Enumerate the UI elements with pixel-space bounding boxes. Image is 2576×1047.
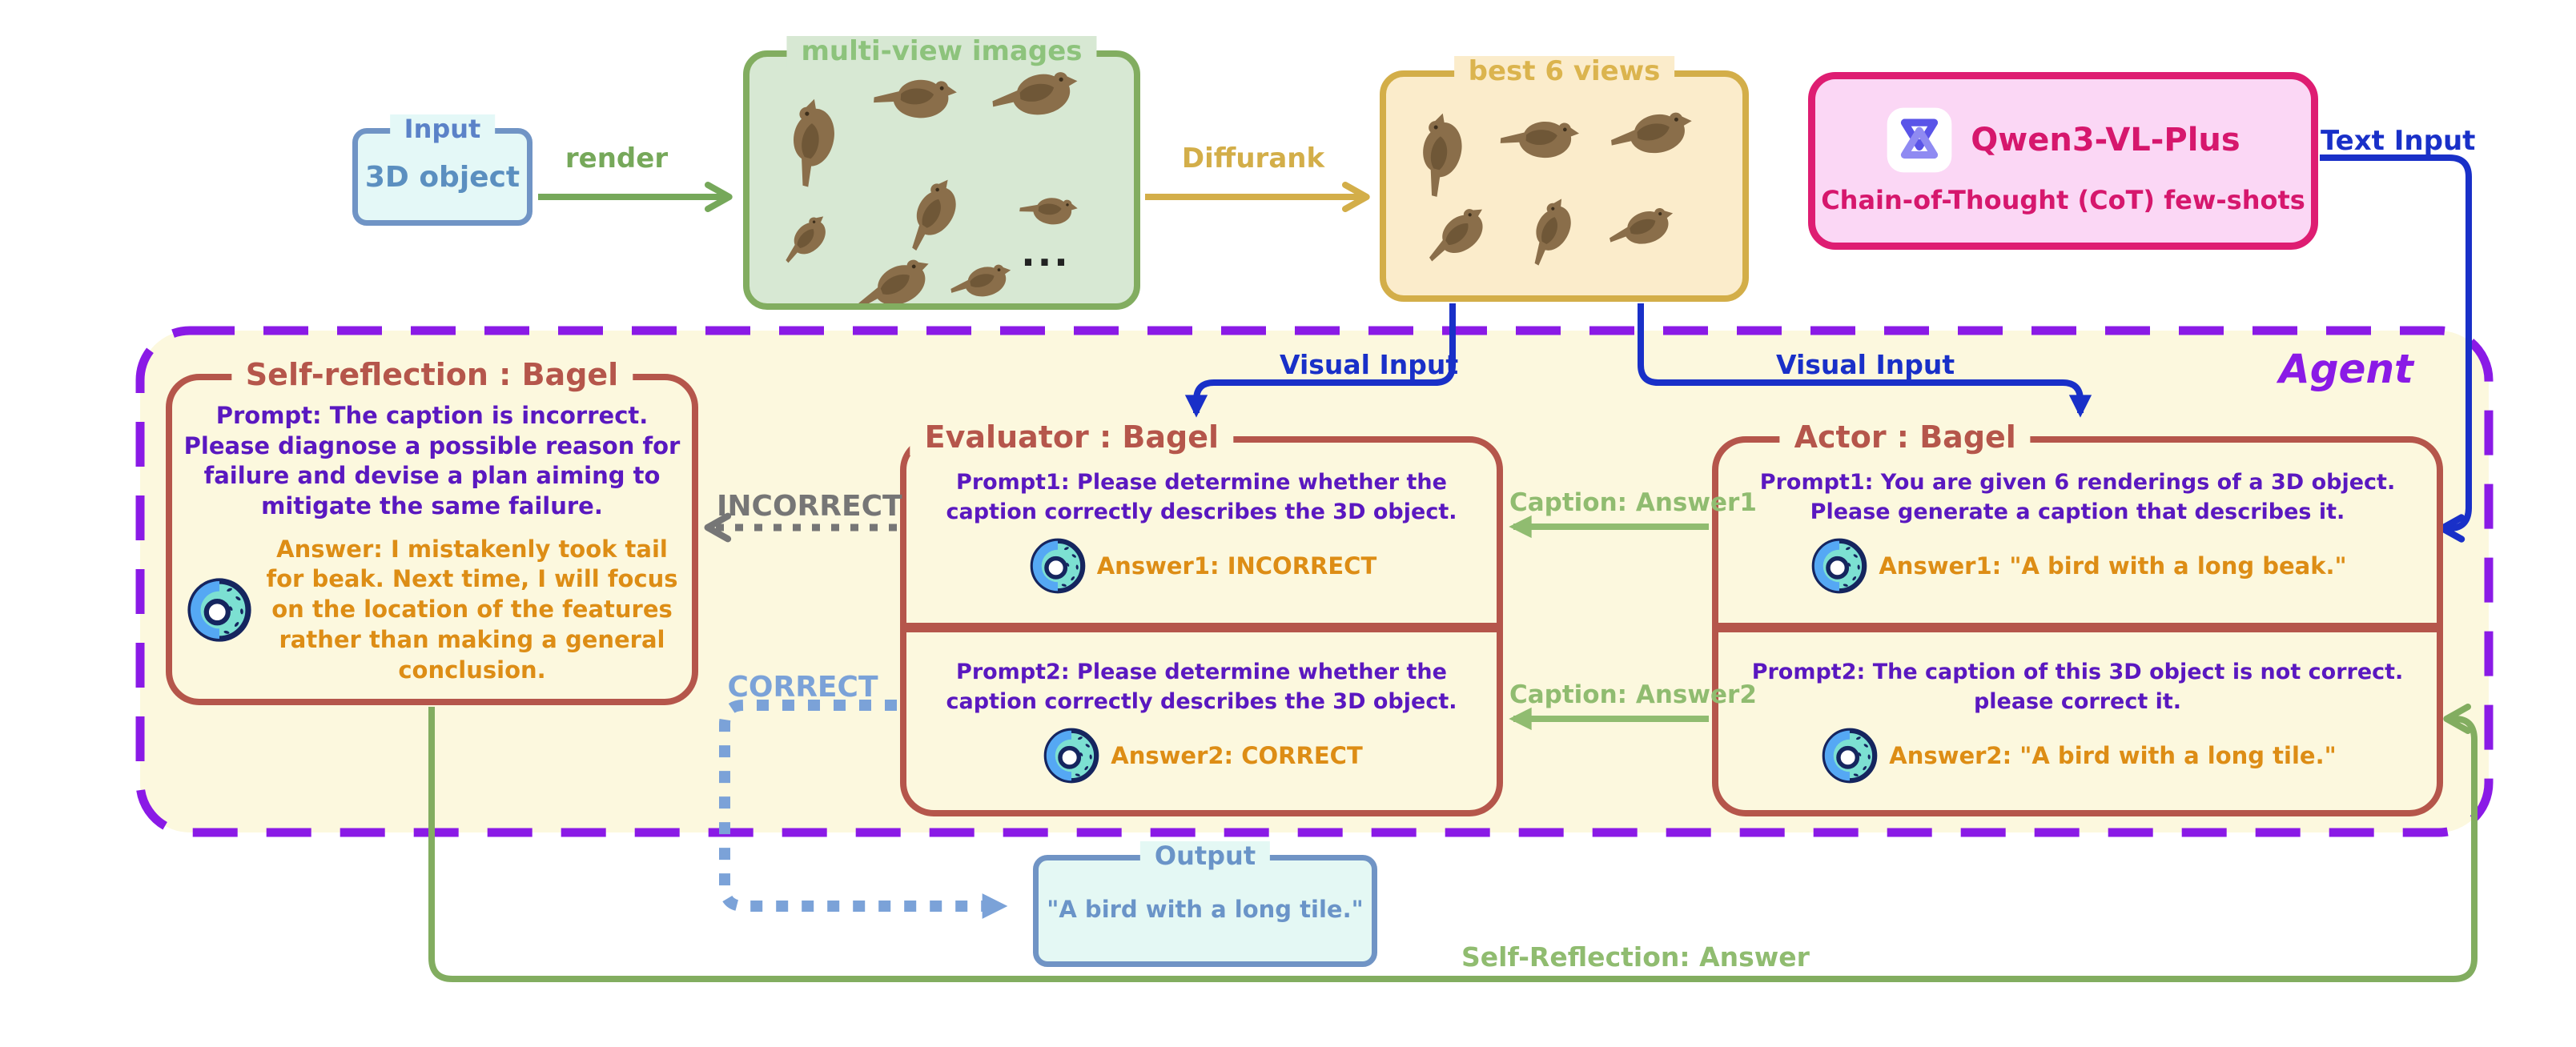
bagel-icon [1818, 724, 1881, 787]
output-box-title: Output [1139, 841, 1271, 871]
evaluator-box-title: Evaluator : Bagel [910, 419, 1234, 455]
input-box-title: Input [389, 114, 496, 144]
evaluator-answer1: Answer1: INCORRECT [1096, 552, 1377, 580]
self-reflection-answer-loop [428, 704, 2478, 982]
correct-arrow [719, 700, 1008, 919]
actor-box: Actor : Bagel Prompt1: You are given 6 r… [1712, 419, 2443, 816]
evaluator-cell-2: Prompt2: Please determine whether the ca… [906, 632, 1497, 812]
output-box-text: "A bird with a long tile." [1047, 896, 1364, 923]
caption-answer2-label: Caption: Answer2 [1509, 680, 1757, 709]
best6-box: best 6 views [1380, 55, 1749, 302]
visual-input-label-evaluator: Visual Input [1280, 349, 1459, 380]
actor-cell-1: Prompt1: You are given 6 renderings of a… [1718, 443, 2437, 623]
self-reflection-box-title: Self-reflection : Bagel [231, 357, 633, 393]
visual-input-label-actor: Visual Input [1776, 349, 1955, 380]
text-input-label: Text Input [2321, 125, 2476, 157]
actor-answer1: Answer1: "A bird with a long beak." [1879, 552, 2347, 580]
actor-cell-2: Prompt2: The caption of this 3D object i… [1718, 632, 2437, 812]
self-reflection-answer-label: Self-Reflection: Answer [1461, 941, 1810, 973]
evaluator-answer2: Answer2: CORRECT [1111, 741, 1363, 769]
caption-answer1-label: Caption: Answer1 [1509, 488, 1757, 517]
bagel-icon [1808, 535, 1871, 597]
incorrect-label: INCORRECT [717, 490, 902, 523]
visual-input-arrow-evaluator [1184, 303, 1456, 418]
evaluator-prompt1: Prompt1: Please determine whether the ca… [946, 470, 1457, 524]
qwen-logo-icon [1887, 107, 1952, 173]
best6-box-title: best 6 views [1453, 55, 1675, 88]
bagel-icon [1027, 535, 1089, 597]
actor-prompt2: Prompt2: The caption of this 3D object i… [1751, 660, 2404, 714]
evaluator-prompt2: Prompt2: Please determine whether the ca… [946, 660, 1457, 714]
qwen-model-name: Qwen3-VL-Plus [1971, 122, 2240, 158]
bagel-icon [183, 574, 255, 646]
render-label: render [565, 142, 669, 174]
visual-input-arrow-actor [1638, 303, 2092, 418]
agent-label: Agent [2279, 346, 2413, 392]
bagel-icon [1040, 724, 1103, 787]
multiview-ellipsis: ... [1021, 231, 1071, 275]
multiview-box: multi-view images ... [743, 35, 1140, 310]
best6-bird-thumbnails [1412, 110, 1695, 271]
actor-answer2: Answer2: "A bird with a long tile." [1889, 741, 2337, 769]
text-input-arrow [2320, 154, 2472, 543]
self-reflection-prompt: Prompt: The caption is incorrect. Please… [183, 402, 681, 520]
correct-label: CORRECT [727, 671, 878, 704]
input-box-text: 3D object [364, 161, 520, 194]
self-reflection-box: Self-reflection : Bagel Prompt: The capt… [166, 357, 698, 705]
qwen-box: Qwen3-VL-Plus Chain-of-Thought (CoT) few… [1808, 72, 2318, 250]
evaluator-cell-divider [906, 623, 1497, 632]
actor-cell-divider [1718, 623, 2437, 632]
qwen-subtitle: Chain-of-Thought (CoT) few-shots [1821, 185, 2305, 215]
self-reflection-answer: Answer: I mistakenly took tail for beak.… [266, 535, 678, 684]
input-box: Input 3D object [352, 114, 532, 226]
diffurank-label: Diffurank [1181, 142, 1325, 174]
actor-prompt1: Prompt1: You are given 6 renderings of a… [1759, 470, 2396, 524]
evaluator-cell-1: Prompt1: Please determine whether the ca… [906, 443, 1497, 623]
evaluator-box: Evaluator : Bagel Prompt1: Please determ… [900, 419, 1503, 816]
output-box: Output "A bird with a long tile." [1033, 841, 1377, 967]
multiview-box-title: multi-view images [786, 35, 1097, 68]
actor-box-title: Actor : Bagel [1779, 419, 2031, 455]
